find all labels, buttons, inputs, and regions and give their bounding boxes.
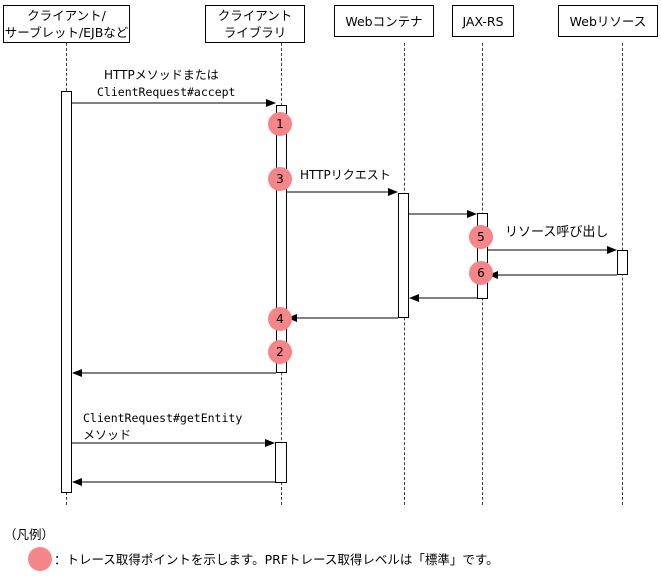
participant-label: ライブラリ (223, 25, 287, 40)
participant-label: クライアント (217, 8, 293, 23)
participant-label: Webリソース (569, 13, 647, 29)
trace-point-4: 4 (268, 307, 292, 331)
trace-point-3: 3 (268, 167, 292, 191)
participant-label: サーブレット/EJBなど (4, 25, 129, 40)
legend-trace-point-icon (28, 547, 52, 571)
activation-client (61, 91, 72, 493)
message-label: HTTPリクエスト (300, 168, 391, 182)
activation-lib-1 (276, 105, 287, 373)
message-label: ClientRequest#accept (97, 85, 236, 99)
participant-label: クライアント/ (27, 8, 106, 23)
trace-point-5: 5 (469, 225, 493, 249)
participant-label: Webコンテナ (345, 13, 423, 29)
trace-point-6: 6 (469, 261, 493, 285)
message-label: メソッド (83, 428, 132, 442)
message-label: リソース呼び出し (505, 225, 609, 240)
participant-web: Webコンテナ (334, 5, 434, 37)
participant-client: クライアント/ サーブレット/EJBなど (3, 5, 130, 43)
message-label: HTTPメソッドまたは (104, 68, 219, 82)
activation-web (398, 193, 409, 318)
activation-res (617, 250, 628, 275)
message-label: ClientRequest#getEntity (83, 411, 243, 425)
participant-res: Webリソース (558, 5, 658, 37)
legend-title: （凡例） (4, 527, 55, 542)
participant-label: JAX-RS (462, 13, 504, 29)
activation-jaxrs (477, 213, 488, 299)
activation-lib-2 (275, 442, 287, 483)
participant-jaxrs: JAX-RS (452, 5, 514, 37)
trace-point-2: 2 (268, 340, 292, 364)
trace-point-1: 1 (268, 112, 292, 136)
legend-text: ：トレース取得ポイントを示します。PRFトレース取得レベルは「標準」です。 (54, 552, 499, 567)
participant-lib: クライアント ライブラリ (205, 5, 305, 43)
